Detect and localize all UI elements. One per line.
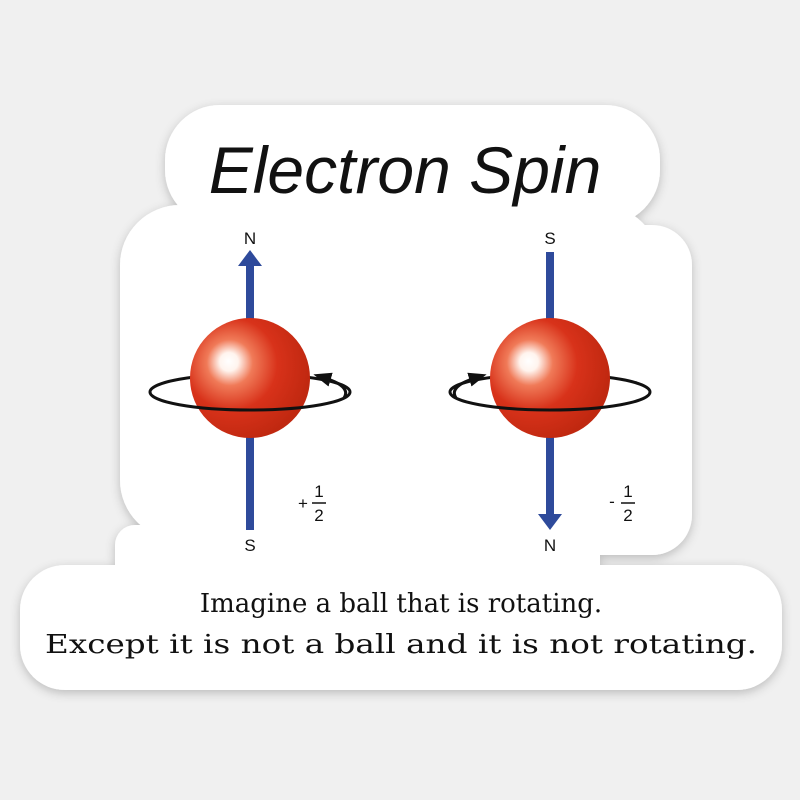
spin-down-electron-sphere: [490, 318, 610, 438]
spin-down-arrow-head: [538, 514, 562, 530]
spin-down-electron: S N - 1 2: [448, 229, 652, 555]
spin-up-orbit-front: [148, 391, 352, 412]
spin-down-orbit-front: [448, 391, 652, 412]
spin-up-bottom-pole-label: S: [244, 536, 255, 555]
caption-line-2: Except it is not a ball and it is not ro…: [45, 630, 757, 660]
spin-down-top-pole-label: S: [544, 229, 555, 248]
sticker-background: [20, 105, 782, 690]
spin-up-arrow-head: [238, 250, 262, 266]
spin-down-arrow-shaft-top: [546, 252, 554, 342]
spin-up-numerator: 1: [314, 482, 323, 501]
spin-down-quantum-number: - 1 2: [609, 482, 635, 525]
spin-up-electron-sphere: [190, 318, 310, 438]
spin-down-numerator: 1: [623, 482, 632, 501]
spin-down-sign: -: [609, 492, 615, 511]
spin-down-arrow-shaft-bottom: [546, 425, 554, 517]
spin-up-arrow-shaft-bottom: [246, 425, 254, 530]
caption-line-1: Imagine a ball that is rotating.: [200, 589, 602, 619]
spin-up-electron: N S + 1 2: [148, 229, 352, 555]
spin-down-bottom-pole-label: N: [544, 536, 556, 555]
diagram-title: Electron Spin: [209, 133, 602, 207]
spin-up-sign: +: [298, 494, 308, 513]
spin-down-denominator: 2: [623, 506, 632, 525]
spin-up-top-pole-label: N: [244, 229, 256, 248]
spin-up-quantum-number: + 1 2: [298, 482, 326, 525]
spin-up-arrow-shaft-top: [246, 262, 254, 342]
spin-up-rotation-arrow: [313, 372, 348, 399]
spin-down-rotation-arrow: [452, 372, 487, 399]
spin-up-denominator: 2: [314, 506, 323, 525]
